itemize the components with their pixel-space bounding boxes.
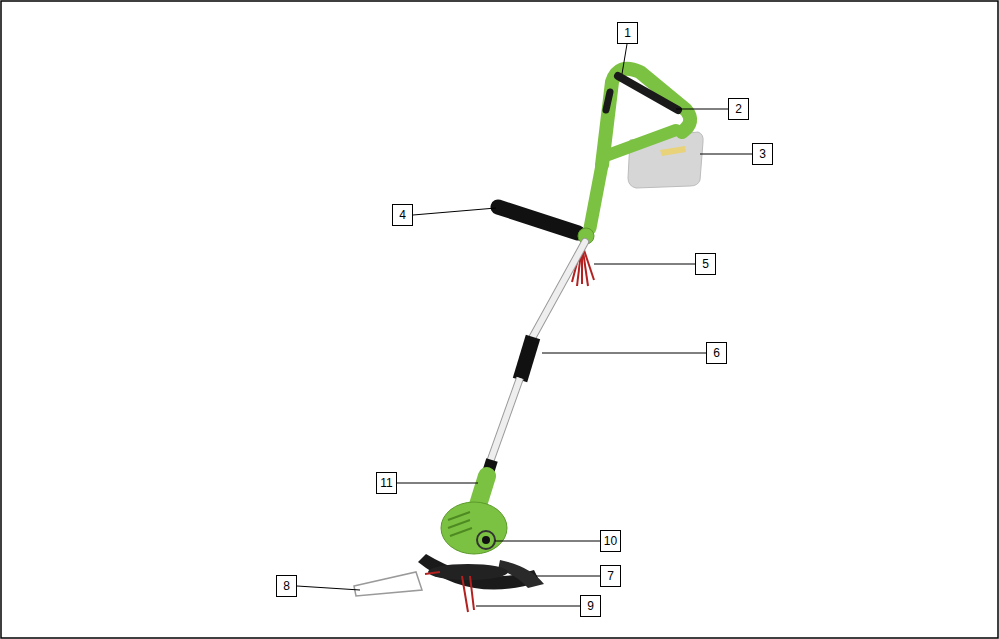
- shaft-outline: [490, 378, 520, 462]
- leader-line: [397, 483, 478, 484]
- leader-line: [542, 353, 706, 354]
- lower-shaft: [490, 378, 520, 462]
- rear-handle: [602, 69, 690, 165]
- callout-number: 5: [695, 253, 716, 275]
- leader-lines: [297, 44, 752, 606]
- motor-housing: [441, 502, 507, 554]
- callout-number: 8: [276, 575, 297, 597]
- leader-line: [594, 264, 695, 265]
- handle-lower-bar: [608, 130, 676, 155]
- leader-line: [297, 586, 360, 590]
- leader-line: [622, 44, 627, 74]
- callout-number: 2: [728, 98, 749, 120]
- vent-slots: [448, 512, 472, 536]
- callout-number: 7: [600, 565, 621, 587]
- upper-shaft: [531, 242, 585, 340]
- auxiliary-handle: [498, 207, 578, 233]
- head-knob-center: [482, 536, 490, 544]
- leader-line: [700, 154, 752, 155]
- callout-number: 3: [752, 143, 773, 165]
- callout-number: 1: [617, 22, 638, 44]
- leader-line: [413, 208, 496, 215]
- callout-number: 4: [392, 204, 413, 226]
- cutting-line: [462, 576, 474, 612]
- callout-number: 10: [600, 530, 621, 552]
- leader-line: [495, 541, 600, 542]
- callout-number: 11: [376, 472, 397, 494]
- upper-housing: [590, 165, 602, 228]
- callout-number: 9: [580, 595, 601, 617]
- callout-number: 6: [706, 342, 727, 364]
- leader-line: [476, 606, 580, 607]
- cutting-line: [425, 572, 440, 574]
- shaft-outline: [531, 242, 585, 340]
- telescopic-collar: [520, 337, 533, 380]
- battery-label: [660, 146, 686, 156]
- trigger: [606, 92, 610, 110]
- edge-guide: [354, 572, 422, 596]
- leader-line: [536, 576, 600, 577]
- head-knob: [477, 531, 495, 549]
- handle-grip: [618, 76, 678, 110]
- leader-line: [676, 109, 728, 110]
- angle-joint: [478, 476, 487, 505]
